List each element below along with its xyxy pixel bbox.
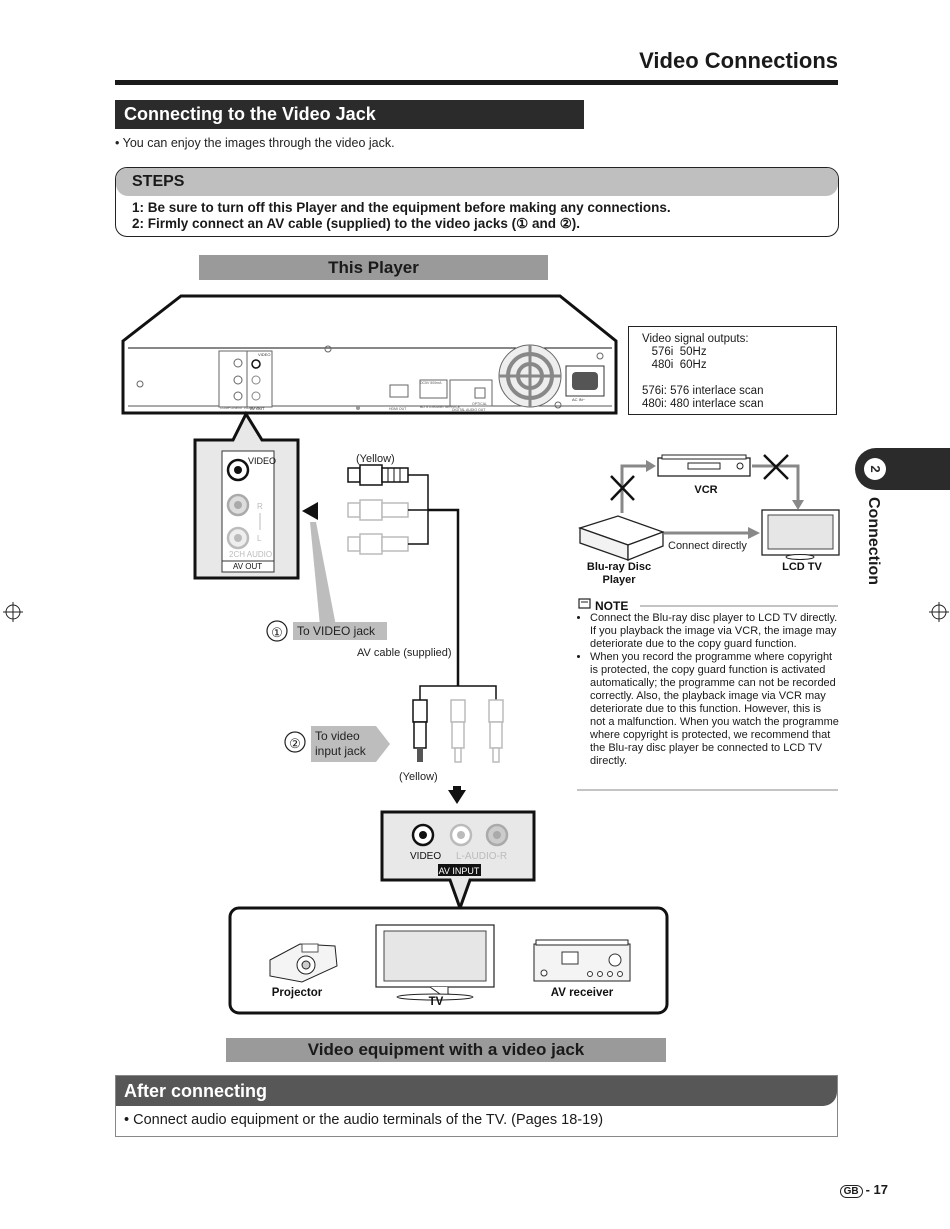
chapter-number: 2 (864, 458, 886, 480)
equipment-label: Video equipment with a video jack (226, 1038, 666, 1062)
step-1-number: ① (271, 625, 283, 640)
step-1-label-bg (293, 622, 387, 640)
step-2-label-bg (311, 726, 390, 762)
callout-audio-label: 2CH AUDIO (229, 550, 272, 559)
after-connecting-heading: After connecting (116, 1076, 837, 1106)
mini-video-label: VIDEO (258, 352, 270, 357)
vcr-label: VCR (694, 484, 717, 496)
registration-mark-icon (929, 602, 949, 622)
av-input-panel (380, 810, 536, 913)
this-player-label: This Player (199, 255, 548, 280)
down-arrow-icon (448, 790, 466, 804)
av-input-audio-label: L-AUDIO-R (456, 851, 507, 862)
note-icon (578, 598, 591, 609)
title-rule (115, 80, 838, 85)
top-plugs (347, 464, 460, 686)
yellow-top-label: (Yellow) (356, 453, 395, 465)
step-1-label: To VIDEO jack (297, 624, 376, 638)
optical-label: OPTICAL (472, 402, 487, 406)
vcr-diagram (577, 454, 840, 561)
bluray-label-line2: Player (602, 574, 636, 586)
chapter-label: Connection (865, 497, 882, 585)
bluray-label-line1: Blu-ray Disc (587, 561, 651, 573)
after-connecting-text: • Connect audio equipment or the audio t… (124, 1112, 604, 1128)
page-number-text: - 17 (865, 1182, 888, 1197)
bottom-plugs (412, 685, 504, 763)
callout-video-label: VIDEO (248, 456, 276, 466)
av-receiver-label: AV receiver (551, 987, 614, 999)
component-label: COMPONENT VIDEO OUT (220, 406, 264, 410)
region-badge: GB (839, 1185, 863, 1198)
signal-line: 576i 50Hz (642, 346, 707, 358)
av-out-callout (193, 410, 300, 580)
step-1-circle (266, 620, 288, 642)
after-connecting-box: After connecting • Connect audio equipme… (115, 1075, 838, 1137)
steps-box: STEPS 1: Be sure to turn off this Player… (115, 167, 839, 237)
step-2-number: ② (289, 736, 301, 751)
av-input-label: AV INPUT (439, 866, 480, 876)
page-number: GB- 17 (839, 1182, 888, 1198)
page-title: Video Connections (639, 48, 838, 73)
projector-icon (269, 943, 338, 983)
mini-av-out-label: AV OUT (250, 406, 265, 411)
note-item: When you record the programme where copy… (590, 651, 839, 768)
intro-text: • You can enjoy the images through the v… (115, 136, 395, 150)
step-1: 1: Be sure to turn off this Player and t… (132, 200, 671, 215)
av-input-video-label: VIDEO (410, 851, 441, 862)
tv-label: TV (429, 996, 444, 1008)
step-2: 2: Firmly connect an AV cable (supplied)… (132, 216, 581, 231)
connect-directly-label: Connect directly (668, 540, 747, 552)
dc-power-label: DC5V 500mA (420, 381, 442, 385)
hdmi-out-label: HDMI OUT (389, 407, 407, 411)
section-title: Connecting to the Video Jack (115, 100, 584, 129)
digital-audio-label: DIGITAL AUDIO OUT (452, 408, 486, 412)
note-heading: NOTE (595, 599, 628, 613)
signal-output-box: Video signal outputs: 576i 50Hz 480i 60H… (628, 326, 837, 415)
callout-av-out-label: AV OUT (233, 562, 262, 571)
signal-line: 480i 60Hz (642, 359, 707, 371)
step-2-label-line2: input jack (315, 744, 367, 758)
callout-r-label: R (257, 502, 263, 511)
signal-line: Video signal outputs: (642, 333, 749, 345)
av-receiver-icon (533, 939, 631, 982)
yellow-bottom-label: (Yellow) (399, 771, 438, 783)
pointer-wedge (310, 522, 336, 626)
ac-in-label: AC IN~ (572, 397, 586, 402)
steps-heading: STEPS (116, 168, 838, 196)
note-list: Connect the Blu-ray disc player to LCD T… (577, 612, 839, 768)
tv-icon (375, 924, 495, 1001)
registration-mark-icon (3, 602, 23, 622)
step-2-label-line1: To video (315, 729, 360, 743)
bd-storage-label: BD STORAGE/ SERVICE (420, 405, 461, 409)
av-cable-label: AV cable (supplied) (357, 647, 452, 659)
player-rear-panel (121, 294, 618, 415)
projector-label: Projector (272, 987, 323, 999)
step-2-circle (284, 731, 306, 753)
lcd-tv-label: LCD TV (782, 561, 822, 573)
callout-l-label: L (257, 534, 262, 543)
signal-line: 480i: 480 interlace scan (642, 398, 764, 410)
left-arrow-icon (302, 502, 318, 520)
note-item: Connect the Blu-ray disc player to LCD T… (590, 612, 839, 651)
signal-line: 576i: 576 interlace scan (642, 385, 764, 397)
